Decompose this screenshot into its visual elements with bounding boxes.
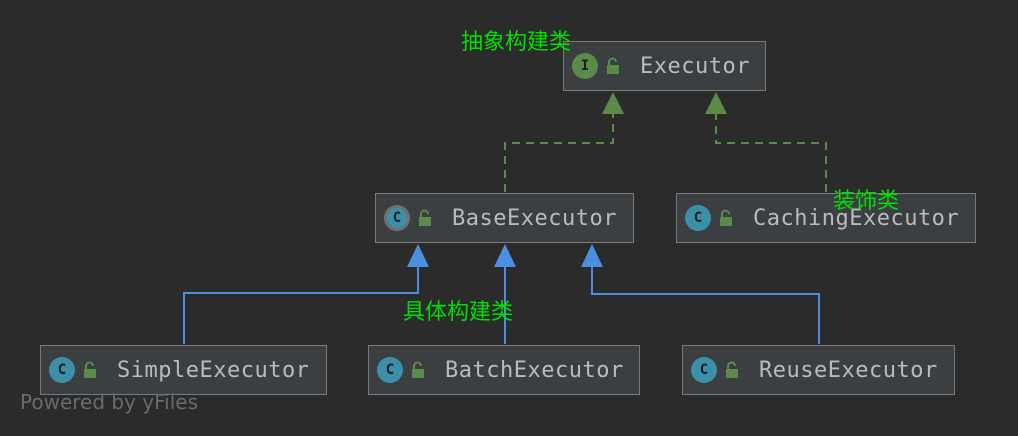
class-icon: C: [685, 205, 711, 231]
node-executor[interactable]: I Executor: [563, 41, 766, 91]
node-label: SimpleExecutor: [117, 357, 310, 383]
class-icon: C: [691, 357, 717, 383]
arrowhead-reuse-to-base: [581, 244, 603, 267]
edge-reuse-to-base: [591, 266, 820, 344]
unlocked-icon: [84, 361, 96, 378]
node-label: BaseExecutor: [452, 205, 617, 231]
node-caching-executor[interactable]: C CachingExecutor: [676, 193, 976, 243]
watermark: Powered by yFiles: [20, 390, 198, 414]
node-label: ReuseExecutor: [759, 357, 938, 383]
node-base-executor[interactable]: C BaseExecutor: [375, 193, 634, 243]
interface-icon: I: [572, 53, 598, 79]
arrowhead-base-to-executor: [602, 92, 624, 114]
unlocked-icon: [419, 209, 431, 226]
node-batch-executor[interactable]: C BatchExecutor: [368, 345, 640, 395]
unlocked-icon: [412, 361, 424, 378]
node-label: Executor: [640, 53, 750, 79]
unlocked-icon: [607, 57, 619, 74]
annotation-concrete-builder: 具体构建类: [403, 300, 514, 325]
annotation-decorator: 装饰类: [833, 189, 900, 214]
edge-caching-to-executor: [715, 112, 827, 192]
class-icon: C: [377, 357, 403, 383]
node-reuse-executor[interactable]: C ReuseExecutor: [682, 345, 955, 395]
unlocked-icon: [720, 209, 732, 226]
edge-simple-to-base: [183, 266, 419, 344]
node-label: BatchExecutor: [445, 357, 624, 383]
node-simple-executor[interactable]: C SimpleExecutor: [40, 345, 327, 395]
unlocked-icon: [726, 361, 738, 378]
class-icon: C: [49, 357, 75, 383]
edge-base-to-executor: [504, 112, 614, 192]
abstract-class-icon: C: [384, 205, 410, 231]
node-label: CachingExecutor: [753, 205, 960, 231]
arrowhead-batch-to-base: [494, 244, 516, 267]
arrowhead-caching-to-executor: [705, 92, 727, 114]
annotation-abstract-builder: 抽象构建类: [461, 30, 572, 55]
arrowhead-simple-to-base: [407, 244, 429, 267]
